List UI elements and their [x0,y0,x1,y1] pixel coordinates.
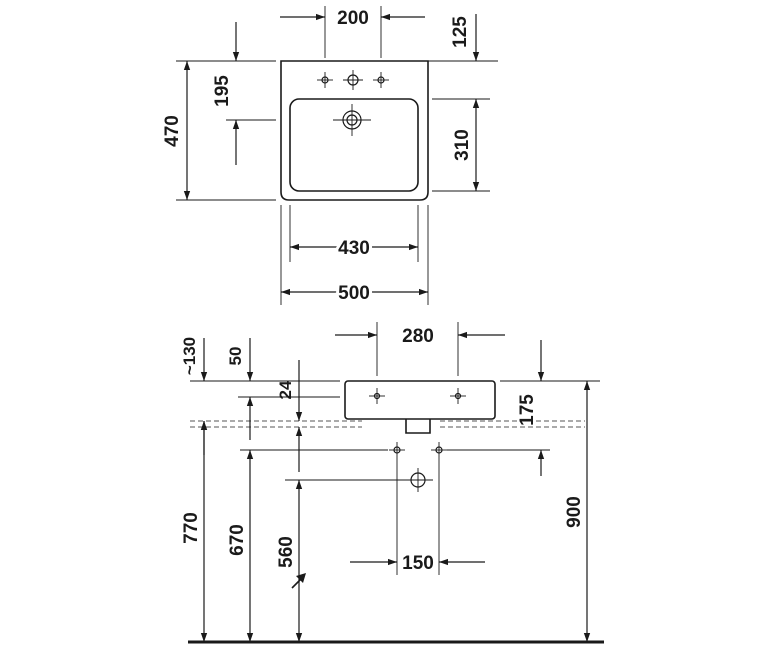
dim-150: 150 [402,553,434,574]
drain-icon [333,104,371,136]
dim-back-offset: 125 [450,16,471,48]
tap-hole-icon [450,388,466,404]
tap-hole-icon [317,72,333,88]
dim-670: 670 [227,524,248,556]
dim-bowl-depth: 310 [452,129,473,161]
dim-depth-total: 470 [162,115,183,147]
waste-spigot [405,419,431,434]
dim-560: 560 [276,536,297,568]
tap-hole-icon [373,72,389,88]
dim-bowl-width: 430 [338,238,370,259]
front-view: 280 ~130 50 24 175 900 770 670 560 [178,322,604,644]
dim-50: 50 [226,347,245,366]
top-view: 200 125 470 195 310 430 500 [162,6,498,307]
tap-hole-icon [369,388,385,404]
basin-outline-front [344,380,496,420]
waste-connection-icon [403,468,433,492]
dim-900: 900 [564,496,585,528]
dim-tap-spacing-top: 200 [337,8,369,29]
dim-approx-130: ~130 [180,337,199,375]
diagonal-arrow-icon [291,573,306,589]
basin-outline-top [280,60,429,201]
dim-24: 24 [276,380,295,399]
dim-width-total: 500 [338,283,370,304]
dim-770: 770 [181,512,202,544]
supply-connection-icon [389,442,405,458]
dim-175: 175 [517,394,538,426]
dim-tap-spacing-front: 280 [402,326,434,347]
dim-tap-to-drain: 195 [212,75,233,107]
basin-bowl-top [289,98,419,192]
tap-hole-icon [343,70,363,90]
supply-connection-icon [431,442,447,458]
